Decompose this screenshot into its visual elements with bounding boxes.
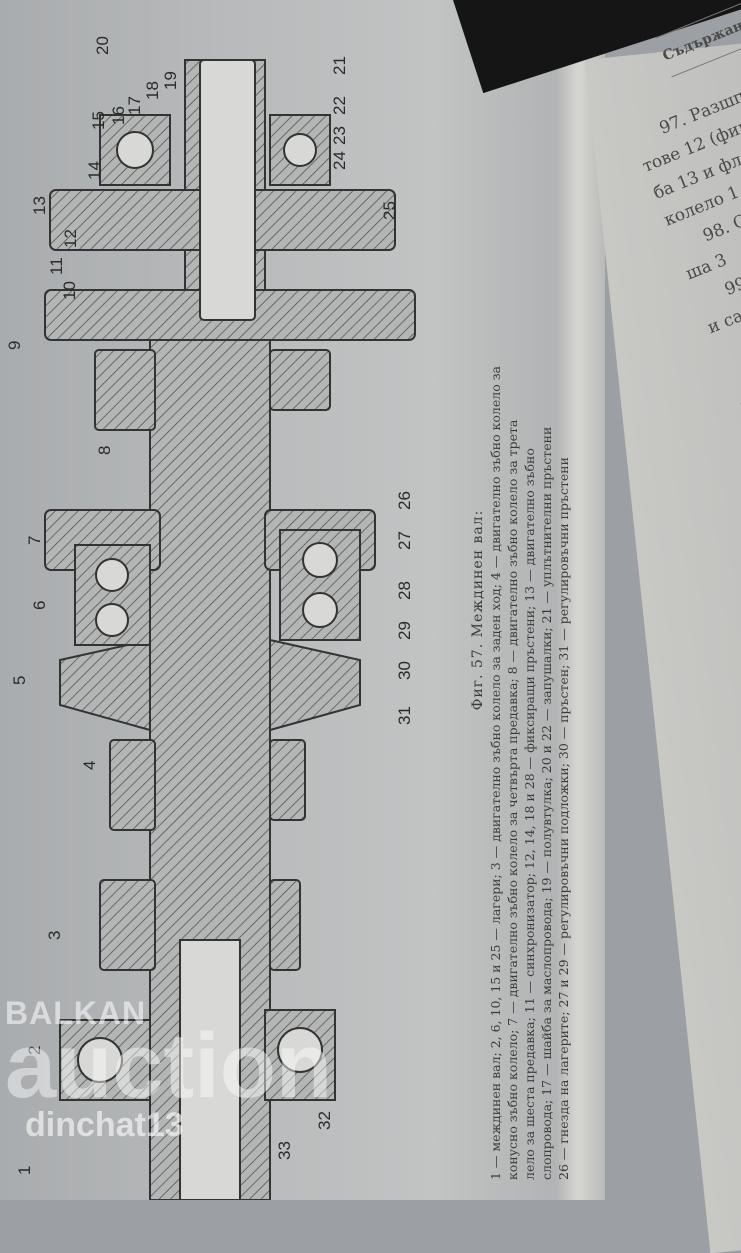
callout-label-25: 25: [380, 201, 399, 220]
callout-label-18: 18: [143, 81, 162, 100]
callout-label-31: 31: [395, 706, 414, 725]
callout-label-5: 5: [10, 676, 29, 685]
caption-line: лело за шеста предавка; 11 — синхронизат…: [522, 448, 537, 1180]
callout-label-14: 14: [85, 161, 104, 180]
callout-label-30: 30: [395, 661, 414, 680]
callout-label-13: 13: [30, 196, 49, 215]
callout-label-2: 2: [25, 1046, 44, 1055]
callout-label-29: 29: [395, 621, 414, 640]
caption-line: конусно зъбно колело; 7 — двигателно зъб…: [505, 419, 520, 1180]
gear-3: [99, 879, 156, 971]
callout-label-21: 21: [330, 56, 349, 75]
figure-caption: Фиг. 57. Междинен вал: 1 — междинен вал;…: [470, 200, 572, 1180]
callout-label-15: 15: [89, 111, 108, 130]
callout-label-7: 7: [25, 536, 44, 545]
caption-line: 26 — гнезда на лагерите; 27 и 29 — регул…: [556, 457, 571, 1180]
callout-label-23: 23: [330, 126, 349, 145]
watermark-line: BALKAN: [5, 995, 147, 1031]
callout-label-26: 26: [395, 491, 414, 510]
callout-label-9: 9: [5, 341, 24, 350]
callout-label-4: 4: [80, 761, 99, 770]
callout-label-1: 1: [15, 1166, 34, 1175]
gear-8b: [269, 349, 331, 411]
caption-line: 1 — междинен вал; 2, 6, 10, 15 и 25 — ла…: [488, 366, 503, 1180]
gear-4b: [269, 739, 306, 821]
callout-label-22: 22: [330, 96, 349, 115]
watermark-logo: BALKAN auction dinchat13: [5, 995, 332, 1145]
callout-label-3: 3: [45, 931, 64, 940]
callout-label-19: 19: [161, 71, 180, 90]
callout-label-17: 17: [125, 96, 144, 115]
callout-label-10: 10: [60, 281, 79, 300]
callout-label-6: 6: [30, 601, 49, 610]
watermark-line: auction: [5, 1015, 333, 1117]
watermark-line: dinchat13: [25, 1106, 184, 1144]
callout-label-24: 24: [330, 151, 349, 170]
callout-label-20: 20: [93, 36, 112, 55]
callout-label-33: 33: [275, 1141, 294, 1160]
figure-title: Фиг. 57. Междинен вал:: [470, 509, 486, 711]
callout-label-12: 12: [61, 229, 80, 248]
callout-label-16: 16: [109, 106, 128, 125]
callout-label-8: 8: [95, 446, 114, 455]
caption-line: слопровода; 17 — шайба за маслопровода; …: [539, 426, 554, 1180]
callout-label-32: 32: [315, 1111, 334, 1130]
callout-label-28: 28: [395, 581, 414, 600]
callout-label-27: 27: [395, 531, 414, 550]
book-gutter: [555, 0, 605, 1200]
gear-8: [94, 349, 156, 431]
gear-4: [109, 739, 156, 831]
gear-5: [59, 638, 151, 732]
gear-3b: [269, 879, 301, 971]
gear-30: [269, 638, 361, 732]
callout-label-11: 11: [47, 257, 66, 275]
